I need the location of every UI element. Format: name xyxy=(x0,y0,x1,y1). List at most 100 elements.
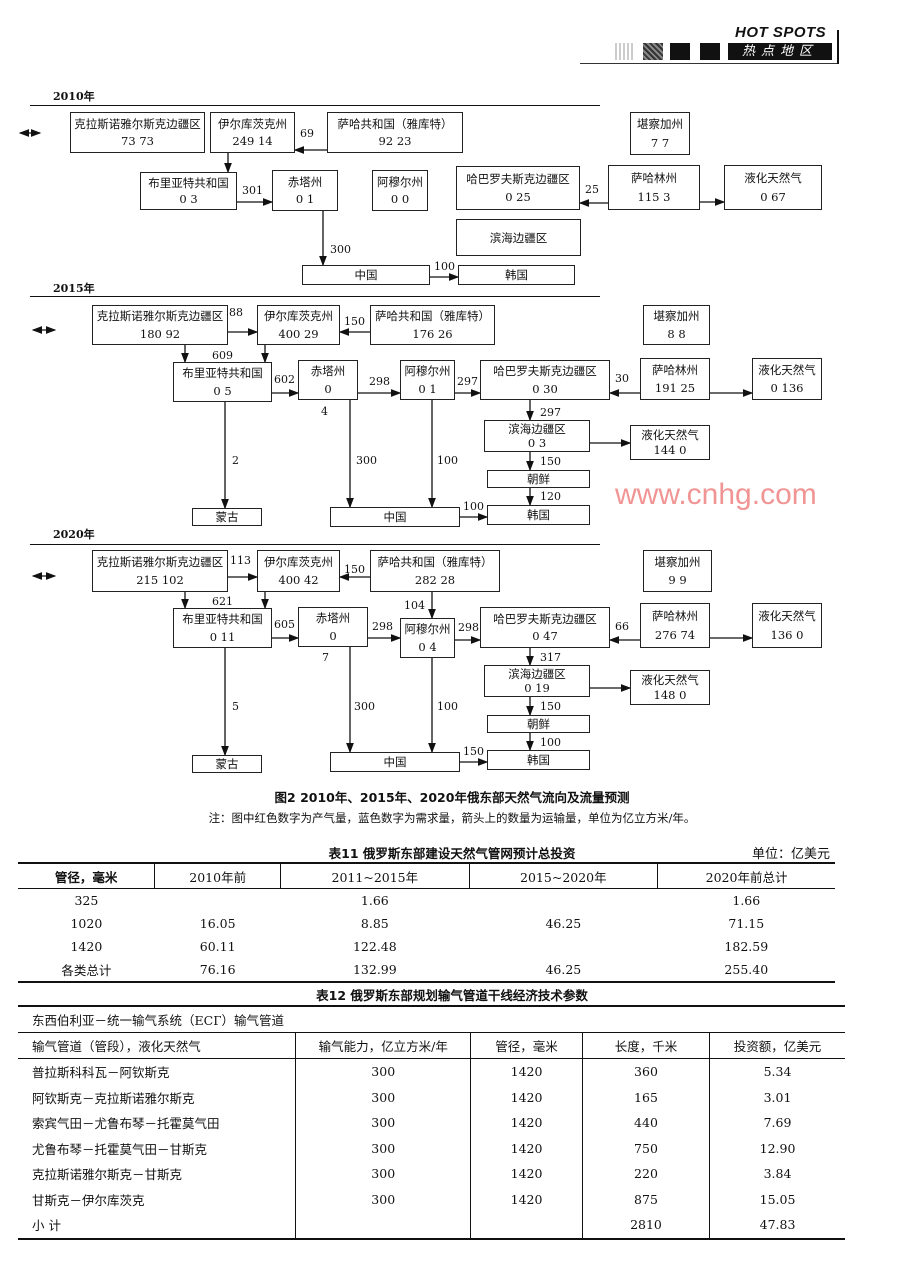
table11-header: 管径，毫米 xyxy=(18,863,155,889)
watermark: www.cnhg.com xyxy=(615,478,817,511)
table-cell: 300 xyxy=(295,1186,471,1212)
region-name: 克拉斯诺雅尔斯克边疆区 xyxy=(74,116,201,131)
region-name: 中国 xyxy=(383,510,407,524)
flow-value-label: 100 xyxy=(540,736,561,749)
table-cell: 220 xyxy=(581,1161,710,1187)
region-name: 韩国 xyxy=(527,508,550,522)
region-values: 148 0 xyxy=(653,688,687,703)
flow-value-label: 2 xyxy=(232,454,239,467)
region-box-korea: 韩国 xyxy=(487,505,590,525)
region-values: 0 1 xyxy=(418,381,437,396)
region-values: 0 5 xyxy=(213,383,232,398)
header-section-label: 热点地区 xyxy=(728,43,832,60)
table-cell: 300 xyxy=(295,1135,471,1161)
region-name: 萨哈林州 xyxy=(652,609,698,623)
region-name: 伊尔库茨克州 xyxy=(264,555,333,569)
figure-caption: 图2 2010年、2015年、2020年俄东部天然气流向及流量预测 xyxy=(274,790,630,805)
table-cell: 阿钦斯克－克拉斯诺雅尔斯克 xyxy=(32,1090,195,1106)
panel-year-label: 2020年 xyxy=(53,528,95,541)
flow-value-label: 4 xyxy=(321,405,328,418)
flow-value-label: 298 xyxy=(372,620,393,633)
region-values: 0 67 xyxy=(760,190,786,204)
header-decor-square xyxy=(615,43,633,60)
region-values: 144 0 xyxy=(653,443,687,458)
table-cell: 300 xyxy=(295,1058,471,1085)
table-cell: 182.59 xyxy=(724,939,769,954)
region-box-china: 中国 xyxy=(302,265,430,285)
region-name: 克拉斯诺雅尔斯克边疆区 xyxy=(96,555,224,569)
table-cell xyxy=(155,889,281,913)
table-cell: 5.34 xyxy=(709,1058,845,1085)
flow-value-label: 300 xyxy=(356,454,377,467)
pipeline-params-table: 东西伯利亚－统一输气系统（ЕСГ）输气管道 输气管道（管段），液化天然气输气能力… xyxy=(18,1005,845,1240)
region-name: 哈巴罗夫斯克边疆区 xyxy=(493,611,597,626)
region-box-kamch: 堪察加州 7 7 xyxy=(630,112,690,155)
header-decor-square xyxy=(643,43,663,60)
panel-divider xyxy=(30,105,600,106)
table11-header: 2020年前总计 xyxy=(657,863,835,889)
flow-value-label: 5 xyxy=(232,700,239,713)
flow-value-label: 69 xyxy=(300,127,314,140)
region-name: 阿穆尔州 xyxy=(404,364,451,379)
flow-value-label: 104 xyxy=(404,599,425,612)
table-cell: 875 xyxy=(581,1186,710,1212)
header-divider xyxy=(837,30,839,64)
flow-value-label: 317 xyxy=(540,651,561,664)
region-box-korea: 韩国 xyxy=(458,265,575,285)
region-values: 176 26 xyxy=(412,326,453,341)
table-cell: 7.69 xyxy=(709,1110,845,1136)
table-cell: 750 xyxy=(581,1135,710,1161)
region-name: 阿穆尔州 xyxy=(377,174,423,189)
table-cell: 甘斯克－伊尔库茨克 xyxy=(32,1192,145,1208)
panel-year-label: 2010年 xyxy=(53,90,95,103)
flow-value-label: 298 xyxy=(458,621,479,634)
table-cell: 1420 xyxy=(470,1084,583,1110)
table-cell: 3.84 xyxy=(709,1161,845,1187)
table-cell: 8.85 xyxy=(360,916,389,931)
region-values: 0 xyxy=(324,381,332,396)
region-name: 伊尔库茨克州 xyxy=(264,309,333,324)
region-values: 0 3 xyxy=(527,436,547,451)
flow-value-label: 150 xyxy=(540,455,561,468)
table-cell: 71.15 xyxy=(728,916,765,931)
table-cell xyxy=(469,935,658,958)
region-values: 136 0 xyxy=(770,628,804,642)
flow-value-label: 298 xyxy=(369,375,390,388)
region-box-dprk: 朝鲜 xyxy=(487,715,590,733)
table-cell: 12.90 xyxy=(709,1135,845,1161)
region-name: 朝鲜 xyxy=(527,717,550,731)
region-name: 堪察加州 xyxy=(637,117,683,132)
flow-value-label: 25 xyxy=(585,183,599,196)
table-cell xyxy=(470,1212,583,1239)
table12-group-label: 东西伯利亚－统一输气系统（ЕСГ）输气管道 xyxy=(18,1006,845,1033)
region-name: 朝鲜 xyxy=(527,472,550,486)
table-cell: 1020 xyxy=(70,916,103,931)
region-name: 赤塔州 xyxy=(315,611,351,626)
region-box-prim: 滨海边疆区 xyxy=(456,219,581,256)
table-cell: 255.40 xyxy=(724,962,769,977)
region-values: 0 11 xyxy=(209,629,236,644)
flow-value-label: 621 xyxy=(212,595,233,608)
table12-title: 表12 俄罗斯东部规划输气管道干线经济技术参数 xyxy=(316,988,588,1003)
table-cell: 440 xyxy=(581,1110,710,1136)
region-box-sakha: 萨哈共和国（雅库特）282 28 xyxy=(370,550,500,592)
flow-value-label: 300 xyxy=(330,243,351,256)
figure-note: 注：图中红色数字为产气量，蓝色数字为需求量，箭头上的数量为运输量，单位为亿立方米… xyxy=(208,811,696,825)
region-values: 7 7 xyxy=(650,135,670,150)
region-values: 9 9 xyxy=(668,573,687,587)
region-name: 布里亚特共和国 xyxy=(182,612,263,627)
